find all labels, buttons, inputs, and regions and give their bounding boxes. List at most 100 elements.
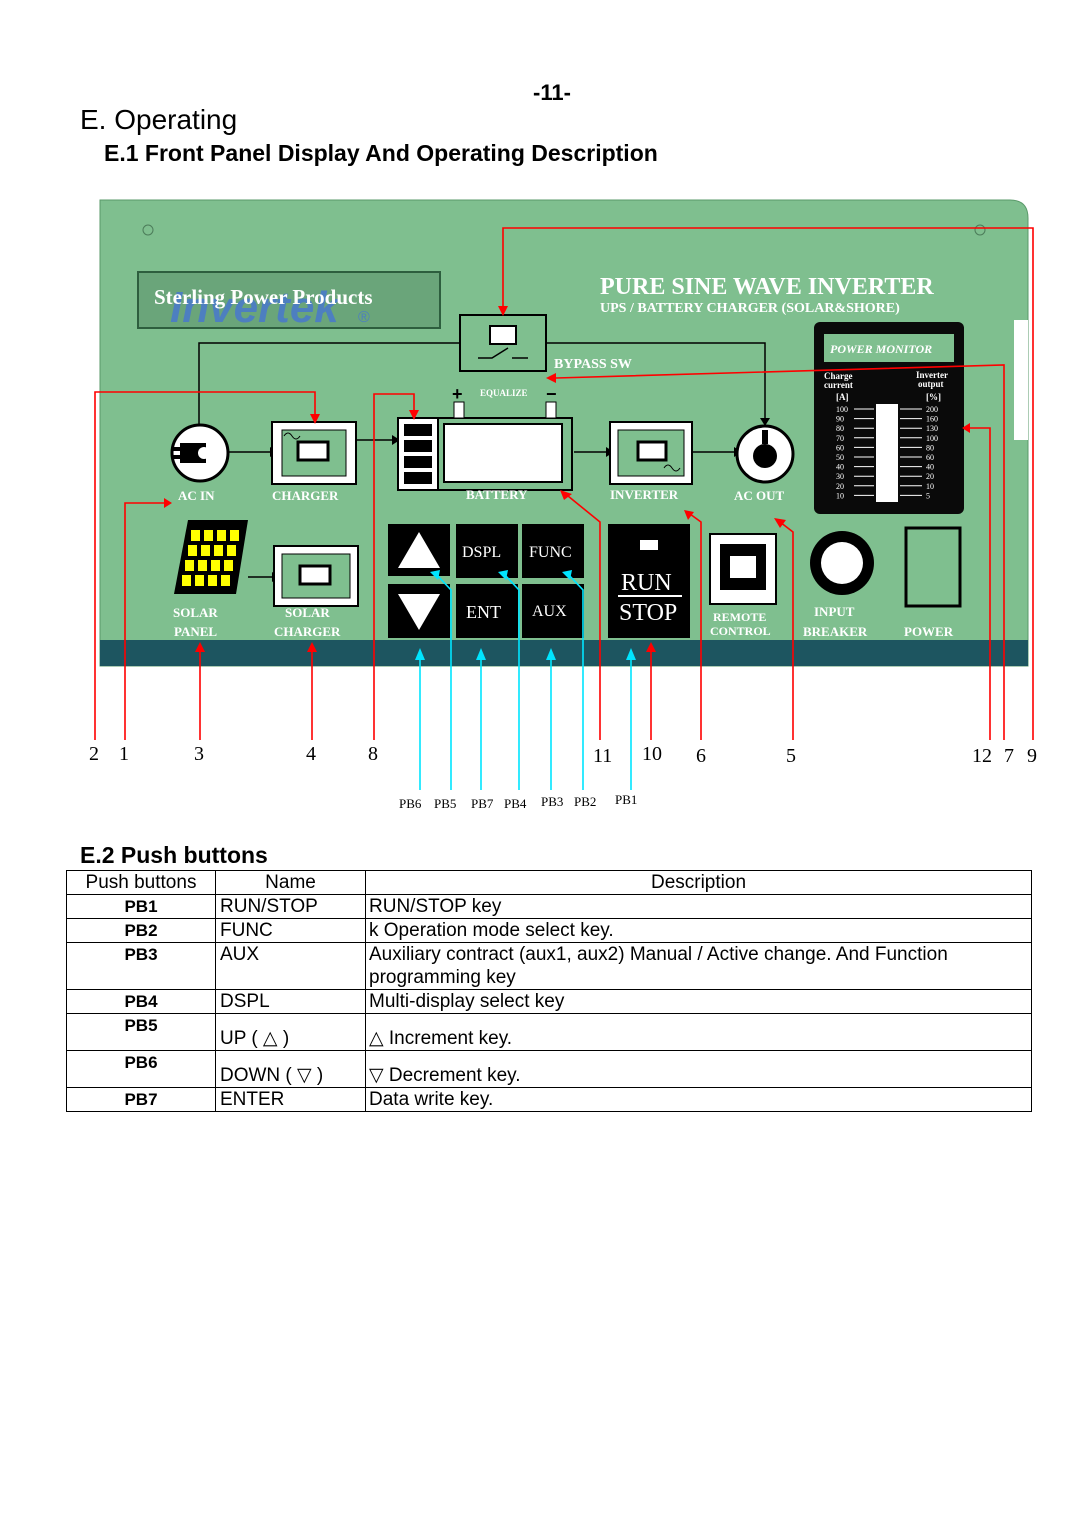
pb-labels: PB6 PB5 PB7 PB4 PB3 PB2 PB1 — [399, 792, 637, 811]
page-number: -11- — [533, 80, 571, 105]
table-header-row: Push buttons Name Description — [66, 870, 1032, 895]
solar-cell — [230, 530, 239, 541]
battery-plus: + — [452, 384, 463, 404]
pb-label-pb1: PB1 — [615, 792, 637, 807]
solar-cell — [185, 560, 194, 571]
pb-name: DOWN ( ▽ ) — [215, 1050, 366, 1088]
pm-left-tick-label: 60 — [836, 443, 844, 452]
power-switch[interactable] — [904, 526, 962, 608]
pb-description: △ Increment key. — [365, 1013, 1032, 1051]
equalize-label: EQUALIZE — [480, 388, 528, 398]
table-row: PB2 FUNC k Operation mode select key. — [66, 918, 1032, 943]
solar-cell — [195, 575, 204, 586]
pb-description: Data write key. — [365, 1087, 1032, 1112]
solar-cell — [211, 560, 220, 571]
solar-cell — [214, 545, 223, 556]
pb-code: PB4 — [66, 989, 216, 1014]
header-description: Description — [365, 870, 1032, 895]
inverter-label: INVERTER — [610, 487, 679, 502]
section-title: E. Operating — [80, 104, 238, 135]
pb-description: ▽ Decrement key. — [365, 1050, 1032, 1088]
solar-panel-label-1: SOLAR — [173, 605, 218, 620]
solar-cell — [182, 575, 191, 586]
pm-left-tick-label: 70 — [836, 434, 844, 443]
solar-cell — [191, 530, 200, 541]
solar-cell — [227, 545, 236, 556]
mount-hole-right — [974, 224, 986, 236]
stop-key-label: STOP — [619, 600, 677, 626]
dspl-key[interactable] — [456, 524, 518, 578]
pm-right-heading-2: output — [918, 379, 944, 389]
brand-box — [137, 271, 441, 329]
pb-code: PB3 — [66, 942, 216, 990]
pm-right-tick-label: 160 — [926, 415, 938, 424]
solar-cell — [204, 530, 213, 541]
pm-scales: 1009080706050403020102001601301008060402… — [836, 405, 938, 500]
func-key-label: FUNC — [529, 544, 572, 561]
pm-left-heading-2: current — [824, 380, 853, 390]
pb-description: RUN/STOP key — [365, 894, 1032, 919]
pm-left-tick-label: 90 — [836, 415, 844, 424]
panel-bottom-strip — [100, 640, 1028, 666]
callout-8: 8 — [368, 743, 378, 765]
battery-label: BATTERY — [466, 487, 528, 502]
cyan-callout-lines — [419, 573, 632, 790]
bypass-sw-label: BYPASS SW — [554, 357, 632, 372]
aux-key[interactable] — [522, 584, 584, 638]
pushbuttons-title: E.2 Push buttons — [80, 842, 268, 868]
callout-6: 6 — [696, 745, 706, 767]
ent-key[interactable] — [456, 584, 518, 638]
pm-bar — [876, 404, 898, 502]
pb-name: FUNC — [215, 918, 366, 943]
dspl-key-label: DSPL — [462, 544, 501, 561]
cyan-arrowheads — [415, 570, 636, 660]
table-row: PB5 UP ( △ ) △ Increment key. — [66, 1013, 1032, 1051]
pb-name: UP ( △ ) — [215, 1013, 366, 1051]
remote-label-2: CONTROL — [710, 624, 771, 638]
table-row: PB1 RUN/STOP RUN/STOP key — [66, 894, 1032, 919]
callout-12: 12 — [972, 745, 992, 767]
func-key[interactable] — [522, 524, 584, 578]
callout-10: 10 — [642, 743, 662, 765]
remote-label-1: REMOTE — [713, 610, 766, 624]
red-arrowheads — [164, 306, 970, 652]
battery-minus: − — [546, 384, 557, 404]
pb-label-pb4: PB4 — [504, 796, 527, 811]
pb-label-pb3: PB3 — [541, 794, 563, 809]
logo-text: Invertek — [170, 283, 341, 332]
pb-label-pb5: PB5 — [434, 796, 456, 811]
pb-code: PB2 — [66, 918, 216, 943]
solar-cell — [201, 545, 210, 556]
power-monitor-title: POWER MONITOR — [830, 342, 932, 356]
pb-name: AUX — [215, 942, 366, 990]
pm-left-tick-label: 80 — [836, 424, 844, 433]
pm-left-tick-label: 10 — [836, 491, 844, 500]
ent-key-label: ENT — [466, 602, 501, 622]
pb-name: ENTER — [215, 1087, 366, 1112]
keypad: DSPL FUNC ENT AUX RUN STOP — [388, 524, 690, 638]
table-row: PB4 DSPL Multi-display select key — [66, 989, 1032, 1014]
pm-right-unit: [%] — [926, 392, 941, 402]
solar-cell — [221, 575, 230, 586]
pb-code: PB7 — [66, 1087, 216, 1112]
ac-in-label: AC IN — [178, 488, 215, 503]
panel-notch — [1014, 320, 1028, 440]
callout-3: 3 — [194, 743, 204, 765]
solar-cell — [188, 545, 197, 556]
table-row: PB7 ENTER Data write key. — [66, 1087, 1032, 1112]
pb-description: k Operation mode select key. — [365, 918, 1032, 943]
pm-right-tick-label: 5 — [926, 491, 930, 500]
run-key-label: RUN — [621, 570, 672, 596]
pm-right-tick-label: 40 — [926, 463, 934, 472]
table-row: PB6 DOWN ( ▽ ) ▽ Decrement key. — [66, 1050, 1032, 1088]
pb-code: PB5 — [66, 1013, 216, 1051]
pb-code: PB1 — [66, 894, 216, 919]
solar-cell — [224, 560, 233, 571]
pb-name: RUN/STOP — [215, 894, 366, 919]
callout-numbers: 2 1 3 4 8 11 10 6 5 12 7 9 — [89, 743, 1037, 767]
ac-out-label: AC OUT — [734, 488, 785, 503]
pm-left-tick-label: 20 — [836, 482, 844, 491]
pb-label-pb7: PB7 — [471, 796, 494, 811]
solar-cell — [208, 575, 217, 586]
pb-label-pb6: PB6 — [399, 796, 422, 811]
